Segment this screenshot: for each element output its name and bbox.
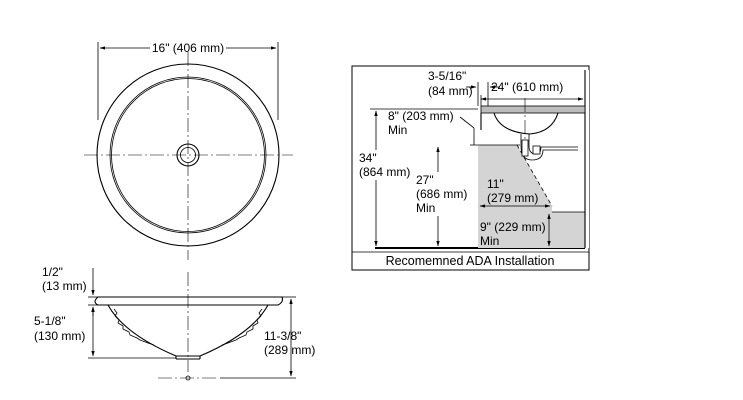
knee-height-label-line3: Min bbox=[416, 201, 435, 215]
ada-installation-panel: Recomemned ADA Installation 3-5/16" (84 … bbox=[351, 65, 590, 271]
ada-caption: Recomemned ADA Installation bbox=[386, 254, 555, 268]
wall bbox=[585, 70, 589, 248]
side-view: 1/2" (13 mm) 5-1/8" (130 mm) 11-3/8" (28… bbox=[34, 265, 315, 381]
clearance-8-leader bbox=[459, 116, 475, 129]
countertop bbox=[480, 105, 586, 114]
counter-height-label-line2: (864 mm) bbox=[359, 165, 410, 179]
base-point-mark bbox=[185, 375, 191, 381]
counter-width-label: 24" (610 mm) bbox=[491, 80, 563, 94]
knee-toe-clearance-zone bbox=[478, 145, 585, 248]
p-trap-inner bbox=[520, 134, 578, 161]
knee-depth-label-line2: (279 mm) bbox=[487, 191, 538, 205]
knee-height-label-line1: 27" bbox=[416, 173, 434, 187]
clearance-8-label-line1: 8" (203 mm) bbox=[388, 109, 454, 123]
clearance-8-label-line2: Min bbox=[388, 123, 407, 137]
setback-label-line1: 3-5/16" bbox=[428, 69, 466, 83]
tailpiece bbox=[521, 139, 529, 157]
knee-height-label-bg bbox=[413, 172, 473, 216]
knee-clearance-slope bbox=[516, 144, 553, 207]
counter-height-label-line1: 34" bbox=[359, 151, 377, 165]
overall-height-label-line1: 11-3/8" bbox=[264, 329, 301, 343]
counter-height-label-bg bbox=[355, 150, 405, 180]
bowl-texture-edges bbox=[113, 308, 263, 346]
toe-height-label-line1: 9" (229 mm) bbox=[480, 220, 546, 234]
sink-rim-profile bbox=[94, 296, 284, 306]
toe-height-label-line2: Min bbox=[480, 234, 499, 248]
bowl-depth-label-line1: 5-1/8" bbox=[34, 314, 66, 328]
top-width-label: 16" (406 mm) bbox=[152, 41, 224, 55]
overall-height-label-line2: (289 mm) bbox=[264, 343, 315, 357]
top-view: 16" (406 mm) bbox=[84, 41, 293, 260]
knee-depth-label-line1: 11" bbox=[487, 177, 504, 191]
setback-label-line2: (84 mm) bbox=[428, 84, 473, 98]
bowl-depth-label-line2: (130 mm) bbox=[34, 329, 85, 343]
knee-height-label-line2: (686 mm) bbox=[416, 187, 467, 201]
rim-thickness-label-line1: 1/2" bbox=[42, 265, 63, 279]
trap-nut bbox=[532, 145, 541, 155]
sink-bowl-section bbox=[493, 112, 559, 135]
rim-thickness-label-line2: (13 mm) bbox=[42, 279, 87, 293]
